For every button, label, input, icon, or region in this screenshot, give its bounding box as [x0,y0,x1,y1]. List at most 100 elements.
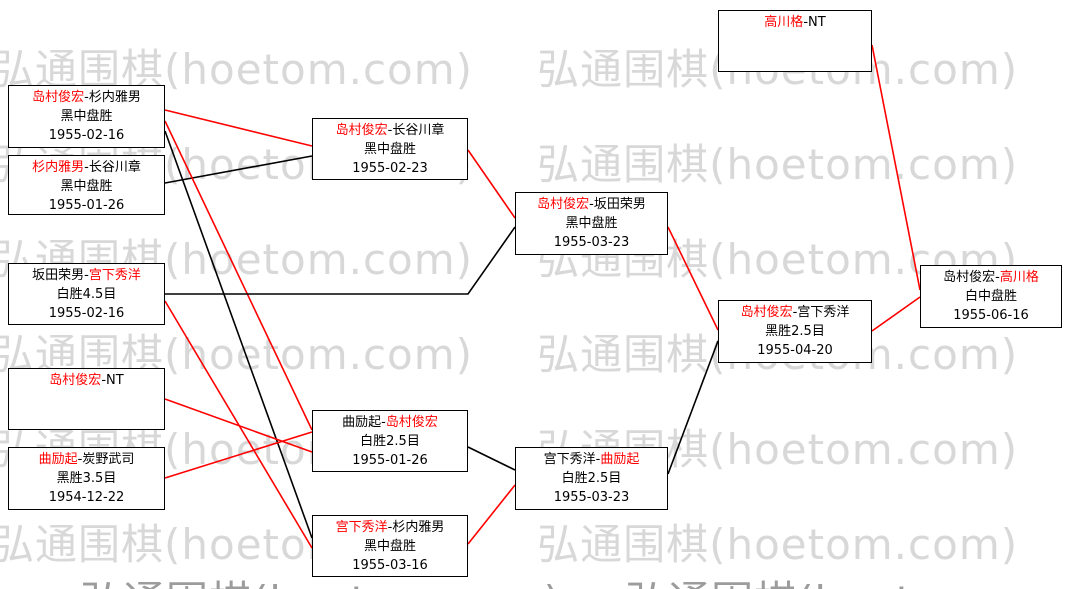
players-line: 岛村俊宏-杉内雅男 [9,88,164,107]
separator: - [387,520,393,535]
player-name: 宫下秀洋 [797,305,850,320]
edge-kyoku-sumino-to-kyoku-shimamura [164,431,313,479]
players-line: 岛村俊宏-坂田荣男 [516,195,667,214]
match-result: 黑胜2.5目 [765,324,825,339]
match-date: 1955-02-16 [48,128,125,143]
player-name: 炭野武司 [82,452,135,467]
separator: - [84,160,89,175]
player-name: 岛村俊宏 [32,90,85,105]
match-date: 1955-04-20 [757,343,833,358]
player-name: 坂田荣男 [32,268,85,283]
separator: - [77,452,83,467]
separator: - [995,270,1000,285]
player-name: 长谷川章 [392,123,445,138]
player-name: NT [106,373,124,388]
edge-shimamura-sugiuchi-to-miyashita-sugiuchi [164,130,313,539]
edge-shimamura-sugiuchi-to-kyoku-shimamura [164,120,313,431]
match-date: 1955-03-23 [553,235,630,250]
player-name: 宫下秀洋 [335,520,388,535]
match-result [9,390,164,409]
players-line: 岛村俊宏-宫下秀洋 [719,303,871,322]
separator: - [84,90,89,105]
match-result: 白中盘胜 [964,289,1017,304]
player-name: 岛村俊宏 [335,123,388,138]
players-line: 曲励起-炭野武司 [9,450,164,469]
match-result: 黑中盘胜 [565,216,618,231]
edge-sakata-miyashita-to-shimamura-sakata [165,226,516,295]
edge-sugiuchi-hasegawa-to-shimamura-hasegawa [164,155,313,184]
player-name: 长谷川章 [88,160,141,175]
match-result [719,32,871,51]
match-shimamura-sakata[interactable]: 岛村俊宏-坂田荣男黑中盘胜 1955-03-23 [515,192,668,255]
match-shimamura-takagawa[interactable]: 岛村俊宏-高川格白中盘胜 1955-06-16 [920,265,1062,328]
players-line: 岛村俊宏-高川格 [921,268,1061,287]
player-name: 岛村俊宏 [49,373,102,388]
edge-sakata-miyashita-to-miyashita-sugiuchi [164,300,313,549]
match-miyashita-kyoku[interactable]: 宫下秀洋-曲励起白胜2.5目 1955-03-23 [515,447,668,510]
match-takagawa-nt[interactable]: 高川格-NT [718,10,872,72]
match-shimamura-hasegawa[interactable]: 岛村俊宏-长谷川章黑中盘胜 1955-02-23 [312,118,468,180]
match-shimamura-nt[interactable]: 岛村俊宏-NT [8,368,165,430]
match-date [9,409,164,428]
match-date [719,51,871,70]
watermark-text: 弘通围棋(hoetom.com) [537,140,1019,189]
edge-shimamura-sugiuchi-to-shimamura-hasegawa [164,109,313,147]
players-line: 宫下秀洋-曲励起 [516,450,667,469]
player-name: 高川格 [764,15,804,30]
edge-shimamura-hasegawa-to-shimamura-sakata [467,149,516,219]
watermark-text: 弘通围棋(hoetom.com) [80,577,561,589]
separator: - [84,268,89,283]
match-date: 1955-02-16 [48,306,125,321]
watermark-row: 弘通围棋(hoetom.com)弘通围棋(hoetom.com)弘通围棋(hoe… [80,568,1070,589]
player-name: 杉内雅男 [88,90,141,105]
separator: - [101,373,107,388]
separator: - [792,305,798,320]
match-date: 1955-03-16 [352,558,428,573]
player-name: 杉内雅男 [32,160,85,175]
player-name: 岛村俊宏 [537,197,590,212]
match-result: 白胜2.5目 [561,471,622,486]
match-result: 黑中盘胜 [363,142,416,157]
player-name: 坂田荣男 [593,197,646,212]
match-date: 1955-02-23 [352,161,428,176]
player-name: 岛村俊宏 [385,415,438,430]
players-line: 坂田荣男-宫下秀洋 [9,266,164,285]
player-name: 曲励起 [600,452,640,467]
players-line: 高川格-NT [719,13,871,32]
player-name: 曲励起 [38,452,78,467]
match-result: 黑胜3.5目 [56,471,117,486]
separator: - [803,15,809,30]
edge-takagawa-nt-to-shimamura-takagawa [871,44,921,291]
match-kyoku-sumino[interactable]: 曲励起-炭野武司黑胜3.5目 1954-12-22 [8,447,165,510]
watermark-text: 弘通围棋(hoetom.com) [537,520,1019,569]
players-line: 杉内雅男-长谷川章 [9,158,164,177]
player-name: 宫下秀洋 [88,268,141,283]
player-name: 岛村俊宏 [943,270,996,285]
player-name: 杉内雅男 [392,520,445,535]
player-name: NT [808,15,826,30]
match-date: 1955-06-16 [953,308,1029,323]
edge-shimamura-nt-to-kyoku-shimamura [164,398,313,453]
player-name: 岛村俊宏 [740,305,793,320]
match-date: 1954-12-22 [48,490,125,505]
separator: - [595,452,601,467]
match-date: 1955-03-23 [553,490,630,505]
match-result: 白胜2.5目 [360,434,420,449]
separator: - [387,123,393,138]
watermark-text: 弘通围棋(hoetom.com) [625,577,1070,589]
player-name: 宫下秀洋 [543,452,596,467]
edge-miyashita-sugiuchi-to-miyashita-kyoku [467,484,516,545]
edge-miyashita-kyoku-to-shimamura-miyashita [667,340,719,475]
players-line: 宫下秀洋-杉内雅男 [313,518,467,537]
players-line: 岛村俊宏-NT [9,371,164,390]
player-name: 曲励起 [342,415,382,430]
match-result: 黑中盘胜 [60,179,113,194]
match-shimamura-miyashita[interactable]: 岛村俊宏-宫下秀洋黑胜2.5目 1955-04-20 [718,300,872,363]
